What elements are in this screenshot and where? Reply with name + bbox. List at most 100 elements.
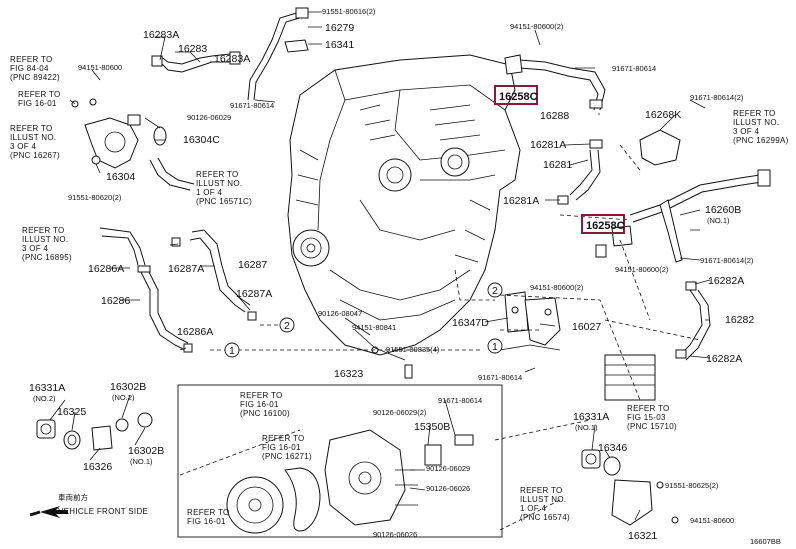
part-16288[interactable]: 16288 — [540, 110, 569, 122]
part-16281[interactable]: 16281 — [543, 159, 572, 171]
part-16302b-bot-qty: (NO.1) — [130, 457, 153, 466]
part-16304[interactable]: 16304 — [106, 171, 135, 183]
part-90126-06026[interactable]: 90126-06026 — [426, 484, 470, 493]
part-91551-80835[interactable]: 91551-80835(4) — [386, 345, 440, 354]
part-16302b-bot[interactable]: 16302B — [128, 445, 164, 457]
ref-line: REFER TO — [520, 486, 563, 495]
ref-fig16-01-c[interactable]: REFER TO FIG 16-01 — [187, 508, 230, 526]
part-16346[interactable]: 16346 — [598, 442, 627, 454]
part-91671-80614-mid[interactable]: 91671-80614 — [230, 101, 274, 110]
ref-illust-16299a[interactable]: REFER TO ILLUST NO. 3 OF 4 (PNC 16299A) — [733, 109, 789, 145]
ref-line: REFER TO — [240, 391, 283, 400]
part-16331a-right[interactable]: 16331A — [573, 411, 609, 423]
ref-illust-16895[interactable]: REFER TO ILLUST NO. 3 OF 4 (PNC 16895) — [22, 226, 72, 262]
part-94151-80600-mid[interactable]: 94151-80600(2) — [615, 265, 669, 274]
part-91671-80614-right[interactable]: 91671-80614(2) — [690, 93, 744, 102]
part-16347d[interactable]: 16347D — [452, 317, 489, 329]
ref-line: (PNC 16267) — [10, 151, 60, 160]
vehicle-front-label: VEHICLE FRONT SIDE — [58, 507, 148, 516]
part-91671-80614-right2[interactable]: 91671-80614(2) — [700, 256, 754, 265]
part-16323[interactable]: 16323 — [334, 368, 363, 380]
ref-line: ILLUST NO. — [196, 179, 242, 188]
part-16281a-bottom[interactable]: 16281A — [503, 195, 539, 207]
part-16283[interactable]: 16283 — [178, 43, 207, 55]
part-90126-06029-top[interactable]: 90126-06029 — [187, 113, 231, 122]
part-90126-06029-box[interactable]: 90126-06029(2) — [373, 408, 427, 417]
part-16287a-left[interactable]: 16287A — [168, 263, 204, 275]
part-16282a-top[interactable]: 16282A — [708, 275, 744, 287]
part-90126-06029-box2[interactable]: 90126-06029 — [426, 464, 470, 473]
ref-fig16-01-a[interactable]: REFER TO FIG 16-01 (PNC 16100) — [240, 391, 290, 418]
part-91551-80616[interactable]: 91551-80616(2) — [322, 7, 376, 16]
ref-fig16-01-b[interactable]: REFER TO FIG 16-01 (PNC 16271) — [262, 434, 312, 461]
part-94151-80841[interactable]: 94151-80841 — [352, 323, 396, 332]
ref-line: FIG 16-01 — [18, 99, 57, 108]
part-91671-80614-low[interactable]: 91671-80614 — [478, 373, 522, 382]
part-16331a-left-qty: (NO.2) — [33, 394, 56, 403]
part-94151-80600-low[interactable]: 94151-80600(2) — [530, 283, 584, 292]
ref-illust-16267[interactable]: REFER TO ILLUST NO. 3 OF 4 (PNC 16267) — [10, 124, 60, 160]
part-90126-08047[interactable]: 90126-08047 — [318, 309, 362, 318]
ref-line: REFER TO — [10, 55, 53, 64]
part-91671-80614-top[interactable]: 91671-80614 — [612, 64, 656, 73]
part-16282[interactable]: 16282 — [725, 314, 754, 326]
hoses-16288-16281 — [504, 54, 606, 205]
part-16283a-top[interactable]: 16283A — [143, 29, 179, 41]
ref-line: ILLUST NO. — [520, 495, 566, 504]
ref-line: 3 OF 4 — [733, 127, 760, 136]
part-16258c-top[interactable]: 16258C — [499, 91, 538, 103]
part-94151-80600-right[interactable]: 94151-80600 — [690, 516, 734, 525]
ref-fig16-01-top[interactable]: REFER TO FIG 16-01 — [18, 90, 61, 108]
part-16331a-left[interactable]: 16331A — [29, 382, 65, 394]
ref-line: REFER TO — [627, 404, 670, 413]
part-16281a-top[interactable]: 16281A — [530, 139, 566, 151]
part-16027[interactable]: 16027 — [572, 321, 601, 333]
part-16325[interactable]: 16325 — [57, 406, 86, 418]
leader-lines — [49, 11, 711, 521]
ref-line: REFER TO — [196, 170, 239, 179]
part-15350b[interactable]: 15350B — [414, 421, 450, 433]
water-outlet-16304 — [71, 98, 195, 191]
marker-2-b: 2 — [492, 285, 498, 297]
ref-line: (PNC 16100) — [240, 409, 290, 418]
part-16279[interactable]: 16279 — [325, 22, 354, 34]
part-91671-80614-box[interactable]: 91671-80614 — [438, 396, 482, 405]
part-16268k[interactable]: 16268K — [645, 109, 681, 121]
ref-line: ILLUST NO. — [22, 235, 68, 244]
ref-line: (PNC 16574) — [520, 513, 570, 522]
part-16286[interactable]: 16286 — [101, 295, 130, 307]
dashed-connectors — [179, 144, 701, 531]
vehicle-front-jp: 車両前方 — [58, 492, 88, 502]
part-16287a-bottom[interactable]: 16287A — [236, 288, 272, 300]
part-16326[interactable]: 16326 — [83, 461, 112, 473]
marker-circles — [224, 282, 503, 358]
part-91551-80625[interactable]: 91551-80625(2) — [665, 481, 719, 490]
part-16286a-top[interactable]: 16286A — [88, 263, 124, 275]
part-94151-80600-top[interactable]: 94151-80600(2) — [510, 22, 564, 31]
part-90126-06026-b[interactable]: 90126-06026 — [373, 530, 417, 539]
part-16287[interactable]: 16287 — [238, 259, 267, 271]
part-16302b-top[interactable]: 16302B — [110, 381, 146, 393]
part-16286a-bottom[interactable]: 16286A — [177, 326, 213, 338]
part-16258c-mid[interactable]: 16258C — [586, 220, 625, 232]
part-94151-80600-left[interactable]: 94151-80600 — [78, 63, 122, 72]
ref-line: FIG 16-01 — [262, 443, 301, 452]
ref-illust-16571c[interactable]: REFER TO ILLUST NO. 1 OF 4 (PNC 16571C) — [196, 170, 252, 206]
part-16304c[interactable]: 16304C — [183, 134, 220, 146]
ref-line: REFER TO — [10, 124, 53, 133]
marker-1-b: 1 — [492, 341, 498, 353]
part-91551-80620[interactable]: 91551-80620(2) — [68, 193, 122, 202]
ref-line: REFER TO — [187, 508, 230, 517]
ref-fig15-03[interactable]: REFER TO FIG 15-03 (PNC 15710) — [627, 404, 677, 431]
ref-fig84-04[interactable]: REFER TO FIG 84-04 (PNC 89422) — [10, 55, 60, 82]
part-16282a-bottom[interactable]: 16282A — [706, 353, 742, 365]
part-16341[interactable]: 16341 — [325, 39, 354, 51]
ref-line: (PNC 16299A) — [733, 136, 789, 145]
ref-illust-16574[interactable]: REFER TO ILLUST NO. 1 OF 4 (PNC 16574) — [520, 486, 570, 522]
marker-1-a: 1 — [229, 345, 235, 357]
ref-line: (PNC 89422) — [10, 73, 60, 82]
part-16321[interactable]: 16321 — [628, 530, 657, 542]
part-16260b[interactable]: 16260B — [705, 204, 741, 216]
part-16283a-mid[interactable]: 16283A — [214, 53, 250, 65]
